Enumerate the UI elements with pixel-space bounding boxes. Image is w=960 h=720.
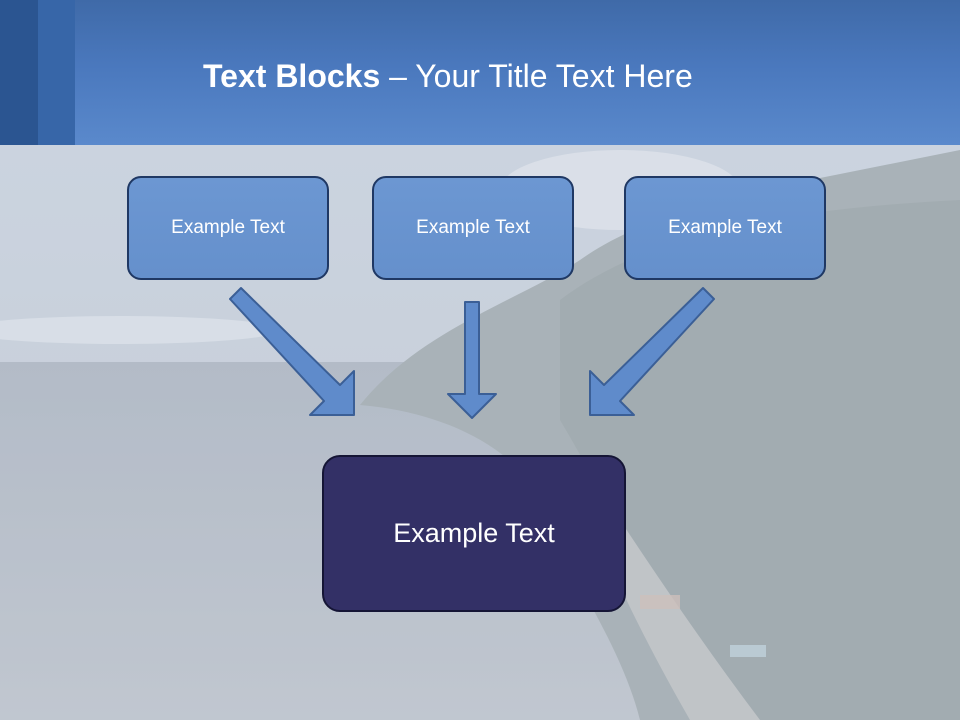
arrow-center-vertical bbox=[447, 301, 497, 419]
header-accent-strip bbox=[0, 0, 38, 145]
header-accent-strip bbox=[38, 0, 75, 145]
slide-title-rest: – Your Title Text Here bbox=[380, 58, 693, 94]
slide-title: Text Blocks – Your Title Text Here bbox=[203, 54, 693, 98]
slide-title-bold: Text Blocks bbox=[203, 58, 381, 94]
header-band bbox=[0, 0, 960, 145]
text-box-bottom-label: Example Text bbox=[393, 518, 555, 548]
text-box-left: Example Text bbox=[127, 176, 329, 280]
arrow-left-diagonal bbox=[229, 287, 355, 416]
arrow-right-diagonal bbox=[589, 287, 715, 416]
text-box-right: Example Text bbox=[624, 176, 826, 280]
text-box-center-label: Example Text bbox=[416, 217, 530, 238]
text-box-right-label: Example Text bbox=[668, 217, 782, 238]
text-box-center: Example Text bbox=[372, 176, 574, 280]
text-box-left-label: Example Text bbox=[171, 217, 285, 238]
text-box-bottom: Example Text bbox=[322, 455, 626, 612]
